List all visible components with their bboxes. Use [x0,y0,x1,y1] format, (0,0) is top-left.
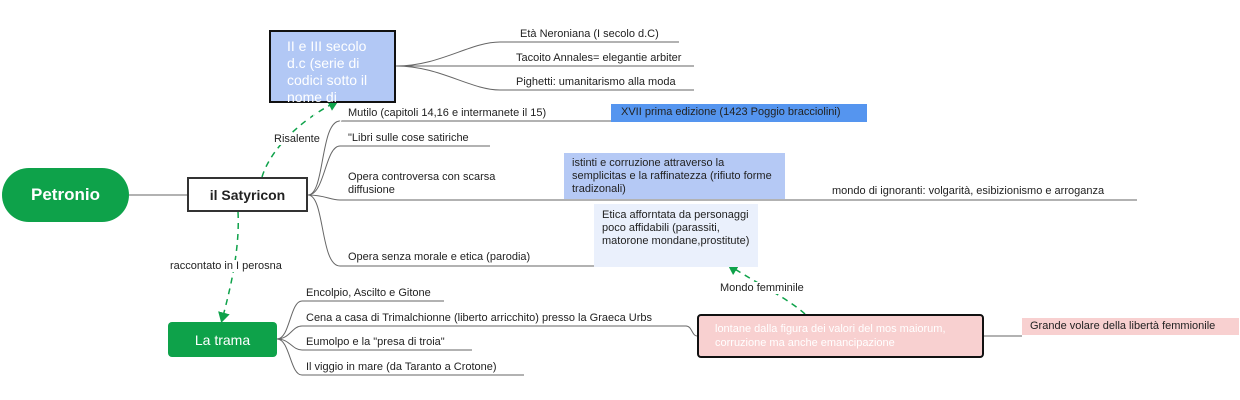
note-xvii-edizione[interactable]: XVII prima edizione (1423 Poggio braccio… [611,104,867,122]
relation-label-mondo-femminile: Mondo femminile [718,282,806,294]
branch-pighetti[interactable]: Pighetti: umanitarismo alla moda [516,76,676,88]
note-istinti[interactable]: istinti e corruzione attraverso la sempl… [564,153,785,199]
link-sat-controversa [307,194,1137,201]
branch-controversa[interactable]: Opera controversa con scarsa diffusione [348,171,496,196]
link-cena-lontane [685,325,698,337]
note-grande-volare[interactable]: Grande volare della libertà femmionile [1022,318,1239,335]
node-trama[interactable]: La trama [168,322,277,357]
link-trama-encolpio [276,300,444,340]
branch-tacito[interactable]: Tacoito Annales= elegantie arbiter [516,52,682,64]
link-trama-cena [276,325,686,340]
branch-encolpio[interactable]: Encolpio, Ascilto e Gitone [306,287,431,299]
node-lontane[interactable]: lontane dalla figura dei valori del mos … [697,314,984,358]
branch-eta-neroniana[interactable]: Età Neroniana (I secolo d.C) [520,28,659,40]
link-origin-eta [395,41,679,67]
branch-libri[interactable]: "Libri sulle cose satiriche [348,132,469,144]
link-sat-senza [307,194,594,267]
link-trama-eumolpo [276,338,472,351]
link-sat-libri [307,145,490,196]
branch-cena[interactable]: Cena a casa di Trimalchionne (liberto ar… [306,312,653,324]
note-ignoranti[interactable]: mondo di ignoranti: volgarità, esibizion… [832,185,1105,197]
branch-eumolpo[interactable]: Eumolpo e la "presa di troia" [306,336,445,348]
link-origin-pighetti [395,65,694,91]
branch-mutilo[interactable]: Mutilo (capitoli 14,16 e intermanete il … [348,107,547,119]
link-sat-mutilo [307,120,611,196]
root-node-petronio[interactable]: Petronio [2,168,129,222]
relation-label-raccontato: raccontato in I perosna [168,260,284,272]
branch-senza-morale[interactable]: Opera senza morale e etica (parodia) [348,251,531,263]
relation-label-risalente: Risalente [272,133,322,145]
note-etica[interactable]: Etica afforntata da personaggi poco affi… [594,204,758,267]
link-trama-viaggio [276,338,524,376]
node-origin[interactable]: II e III secolo d.c (serie di codici sot… [269,30,396,122]
branch-viaggio[interactable]: Il viggio in mare (da Taranto a Crotone) [306,361,497,373]
node-satyricon[interactable]: il Satyricon [187,177,308,212]
